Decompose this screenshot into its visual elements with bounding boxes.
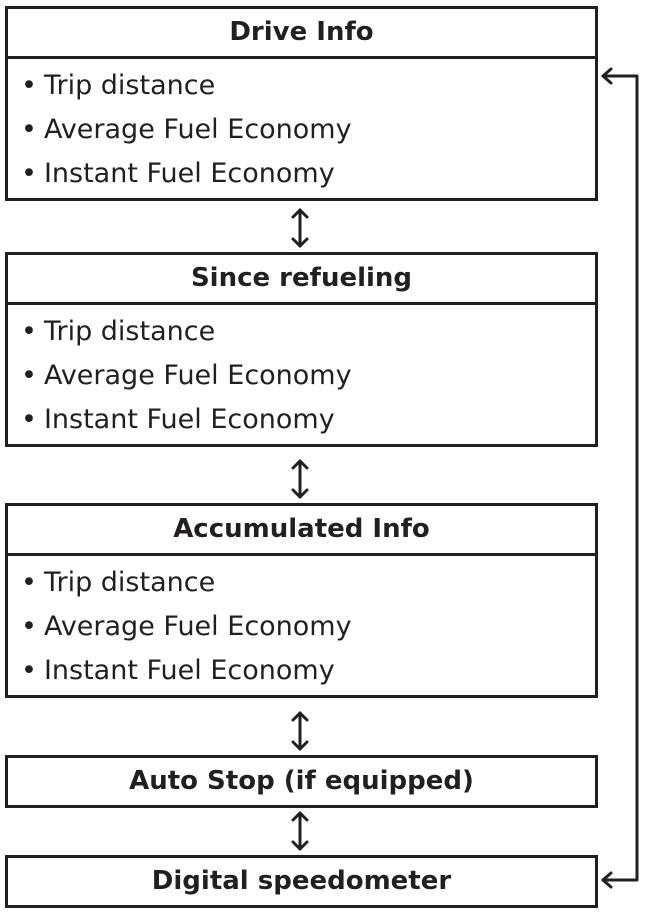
list-item: •Average Fuel Economy <box>8 354 595 398</box>
list-item-label: Average Fuel Economy <box>43 114 352 145</box>
drive-info-box: Drive Info •Trip distance •Average Fuel … <box>5 6 598 201</box>
digital-speedometer-title: Digital speedometer <box>151 866 452 896</box>
digital-speedometer-box: Digital speedometer <box>5 855 598 908</box>
bidirectional-arrow-accum-autostop <box>291 711 309 751</box>
list-item: •Trip distance <box>8 64 595 108</box>
bidirectional-arrow-drive-refuel <box>291 208 309 248</box>
bullet: • <box>21 655 37 686</box>
list-item: •Instant Fuel Economy <box>8 398 595 442</box>
bullet: • <box>21 360 37 391</box>
auto-stop-box: Auto Stop (if equipped) <box>5 755 598 808</box>
list-item: •Instant Fuel Economy <box>8 152 595 196</box>
since-refueling-list: •Trip distance •Average Fuel Economy •In… <box>8 302 595 444</box>
bullet: • <box>21 158 37 189</box>
list-item-label: Average Fuel Economy <box>43 611 352 642</box>
bullet: • <box>21 114 37 145</box>
bullet: • <box>21 611 37 642</box>
bidirectional-arrow-refuel-accum <box>291 459 309 499</box>
list-item: •Average Fuel Economy <box>8 108 595 152</box>
bullet: • <box>21 70 37 101</box>
since-refueling-box: Since refueling •Trip distance •Average … <box>5 252 598 447</box>
list-item-label: Instant Fuel Economy <box>43 655 335 686</box>
list-item: •Trip distance <box>8 310 595 354</box>
bidirectional-arrow-autostop-speedo <box>291 811 309 851</box>
list-item: •Average Fuel Economy <box>8 605 595 649</box>
list-item-label: Trip distance <box>43 70 216 101</box>
accumulated-info-list: •Trip distance •Average Fuel Economy •In… <box>8 553 595 695</box>
accumulated-info-title: Accumulated Info <box>173 514 430 544</box>
auto-stop-title: Auto Stop (if equipped) <box>129 766 474 796</box>
list-item-label: Instant Fuel Economy <box>43 158 335 189</box>
bullet: • <box>21 316 37 347</box>
drive-info-list: •Trip distance •Average Fuel Economy •In… <box>8 56 595 198</box>
list-item: •Instant Fuel Economy <box>8 649 595 693</box>
accumulated-info-box: Accumulated Info •Trip distance •Average… <box>5 503 598 698</box>
list-item: •Trip distance <box>8 561 595 605</box>
list-item-label: Average Fuel Economy <box>43 360 352 391</box>
since-refueling-title: Since refueling <box>190 263 413 293</box>
bullet: • <box>21 404 37 435</box>
list-item-label: Trip distance <box>43 316 216 347</box>
loop-arrow-speedo-drive <box>601 67 639 889</box>
drive-info-title: Drive Info <box>229 17 374 47</box>
list-item-label: Instant Fuel Economy <box>43 404 335 435</box>
bullet: • <box>21 567 37 598</box>
list-item-label: Trip distance <box>43 567 216 598</box>
